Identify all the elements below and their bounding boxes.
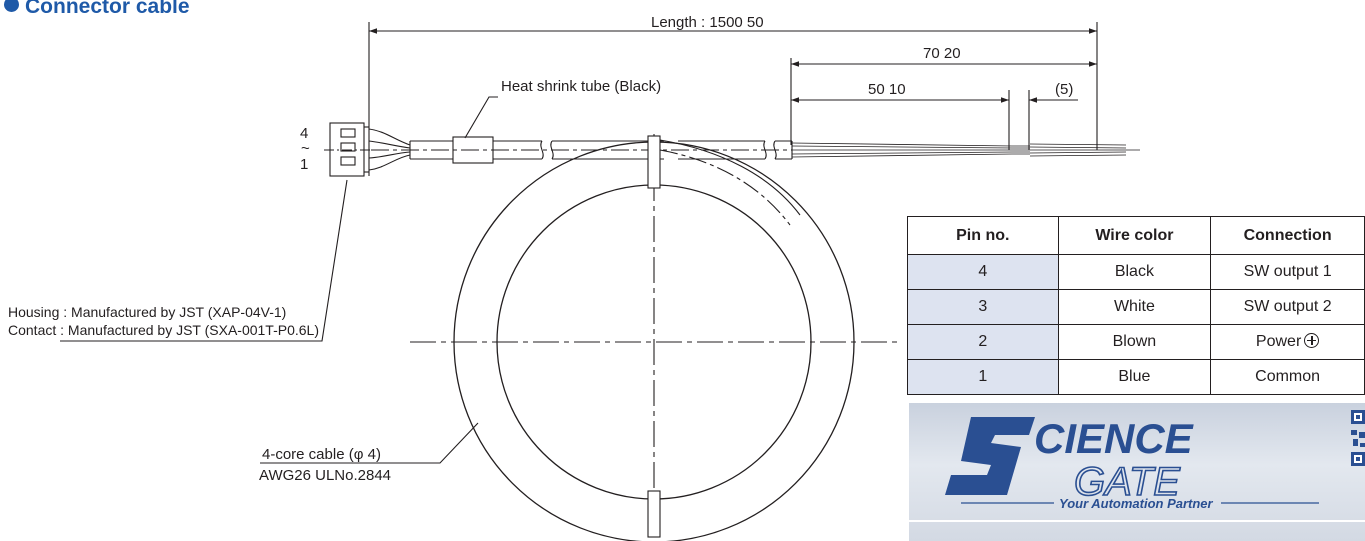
science-gate-logo: CIENCE GATE Your Automation Partner (909, 403, 1365, 541)
pin-range-tilde: ~ (301, 140, 310, 157)
length-dimension: Length : 1500 50 (651, 14, 764, 31)
connection-text: Power (1255, 333, 1302, 350)
tip-dimension: (5) (1055, 81, 1074, 98)
table-header-row: Pin no. Wire color Connection (907, 216, 1365, 255)
header-connection: Connection (1210, 216, 1365, 255)
stripped-wires (791, 142, 1140, 158)
cable-tie-bottom (647, 490, 661, 538)
header-wire-color: Wire color (1057, 216, 1212, 255)
wire-color-cell: White (1057, 289, 1212, 325)
connection-cell: SW output 2 (1210, 289, 1365, 325)
logo-s-mark (945, 417, 1035, 495)
leader-housing (60, 179, 348, 342)
table-row: 4 Black SW output 1 (907, 254, 1365, 290)
plus-circle-icon (1304, 333, 1320, 348)
cable-tie-top (647, 135, 661, 189)
leader-heat-shrink (464, 96, 498, 139)
wire-color-cell: Blue (1057, 359, 1212, 395)
logo-brand-bottom: GATE (1074, 460, 1181, 504)
fan-wires (368, 128, 411, 171)
pin-table: Pin no. Wire color Connection 4 Black SW… (907, 216, 1365, 395)
title-text: Connector cable (25, 0, 190, 18)
pin-cell: 1 (907, 359, 1059, 395)
pin-bottom-label: 1 (300, 156, 309, 173)
bullet-icon (4, 0, 19, 12)
coil-tail-1 (659, 139, 801, 216)
logo-brand-top: CIENCE (1034, 415, 1195, 462)
cable-awg-label: AWG26 ULNo.2844 (259, 467, 392, 484)
heat-shrink-label: Heat shrink tube (Black) (501, 78, 662, 95)
connection-cell: SW output 1 (1210, 254, 1365, 290)
wire-color-cell: Black (1057, 254, 1212, 290)
leader-cable (260, 422, 479, 464)
table-row: 2 Blown Power (907, 324, 1365, 360)
contact-label: Contact : Manufactured by JST (SXA-001T-… (8, 322, 320, 338)
table-row: 1 Blue Common (907, 359, 1365, 395)
table-row: 3 White SW output 2 (907, 289, 1365, 325)
connection-cell: Power (1210, 324, 1365, 360)
pin-top-label: 4 (300, 125, 309, 142)
coil-tail-2 (659, 149, 791, 226)
pin-cell: 4 (907, 254, 1059, 290)
strip-inner-dimension: 50 10 (868, 81, 906, 98)
qr-code-icon (1351, 410, 1365, 466)
page-title: Connector cable (0, 0, 190, 19)
housing-label: Housing : Manufactured by JST (XAP-04V-1… (8, 304, 287, 320)
wire-color-cell: Blown (1057, 324, 1212, 360)
logo-tagline: Your Automation Partner (1059, 496, 1214, 511)
pin-cell: 2 (907, 324, 1059, 360)
strip-outer-dimension: 70 20 (923, 45, 961, 62)
cable-core-label: 4-core cable (φ 4) (262, 446, 381, 463)
logo-graphic: CIENCE GATE Your Automation Partner (909, 415, 1365, 522)
header-pin-no: Pin no. (907, 216, 1059, 255)
pin-cell: 3 (907, 289, 1059, 325)
connection-cell: Common (1210, 359, 1365, 395)
